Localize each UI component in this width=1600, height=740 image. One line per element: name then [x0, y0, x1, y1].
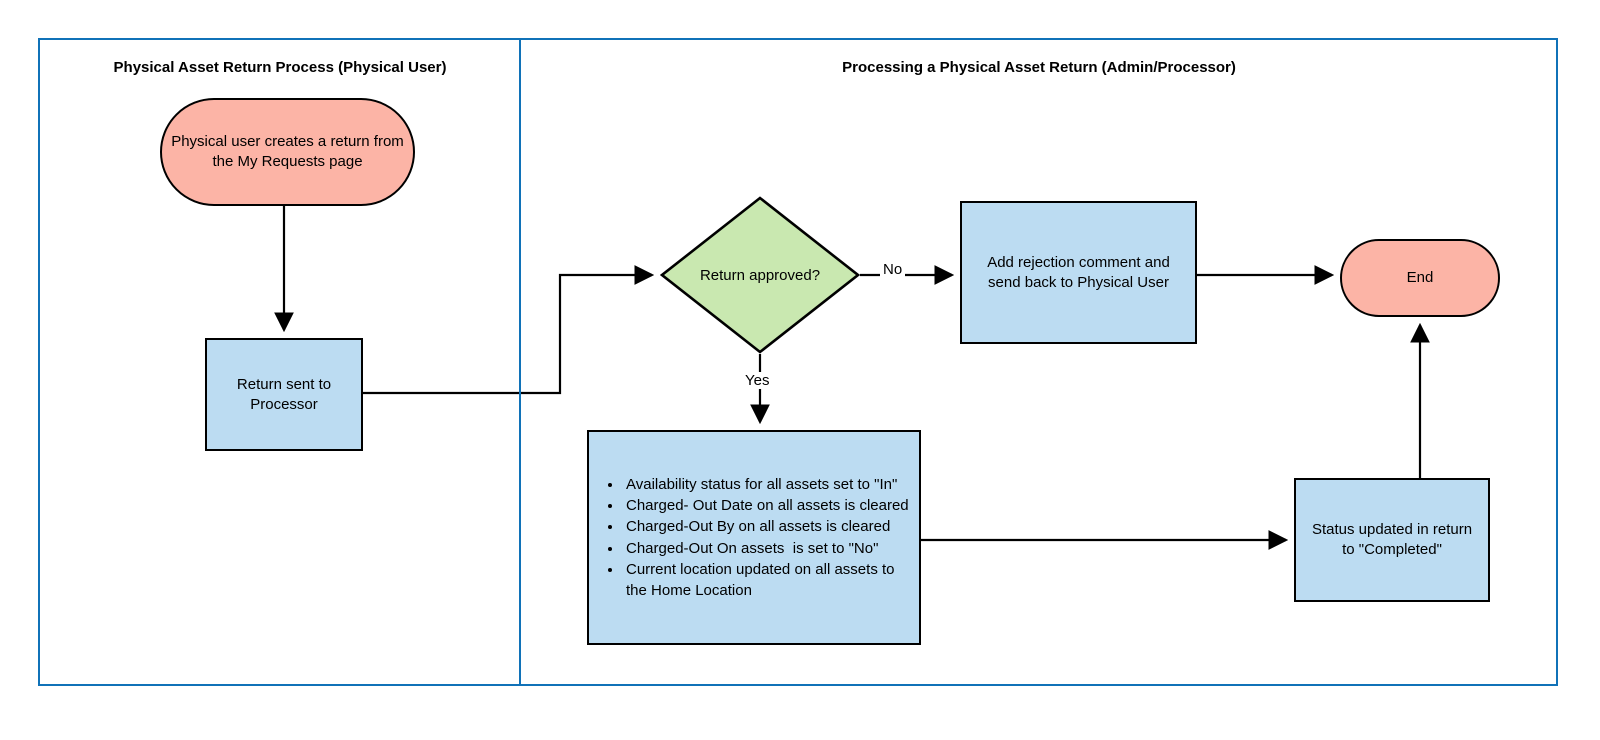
node-return-sent-to-processor[interactable]: Return sent to Processor	[205, 338, 363, 451]
node-asset-field-updates[interactable]: Availability status for all assets set t…	[587, 430, 921, 645]
node-start-physical-user-creates-return[interactable]: Physical user creates a return from the …	[160, 98, 415, 206]
asset-field-updates-list: Availability status for all assets set t…	[589, 474, 919, 602]
edge-label-no: No	[880, 261, 906, 278]
node-decision-label: Return approved?	[699, 266, 821, 284]
edge-label-yes: Yes	[742, 372, 773, 389]
node-add-rejection-comment[interactable]: Add rejection comment and send back to P…	[960, 201, 1197, 344]
diamond-shape	[660, 196, 860, 354]
lane-title-physical-user: Physical Asset Return Process (Physical …	[113, 59, 447, 76]
list-item: Current location updated on all assets t…	[623, 559, 909, 602]
node-decision-return-approved[interactable]: Return approved?	[660, 196, 860, 354]
swimlane-frame	[38, 38, 1558, 686]
lane-title-admin-processor: Processing a Physical Asset Return (Admi…	[842, 59, 1236, 76]
list-item: Charged-Out By on all assets is cleared	[623, 516, 909, 537]
edge-return-sent-to-decision	[363, 265, 655, 395]
list-item: Availability status for all assets set t…	[623, 474, 909, 495]
list-item: Charged-Out On assets is set to "No"	[623, 538, 909, 559]
swimlane-divider	[519, 38, 521, 686]
list-item: Charged- Out Date on all assets is clear…	[623, 495, 909, 516]
node-end[interactable]: End	[1340, 239, 1500, 317]
node-status-updated-completed[interactable]: Status updated in return to "Completed"	[1294, 478, 1490, 602]
